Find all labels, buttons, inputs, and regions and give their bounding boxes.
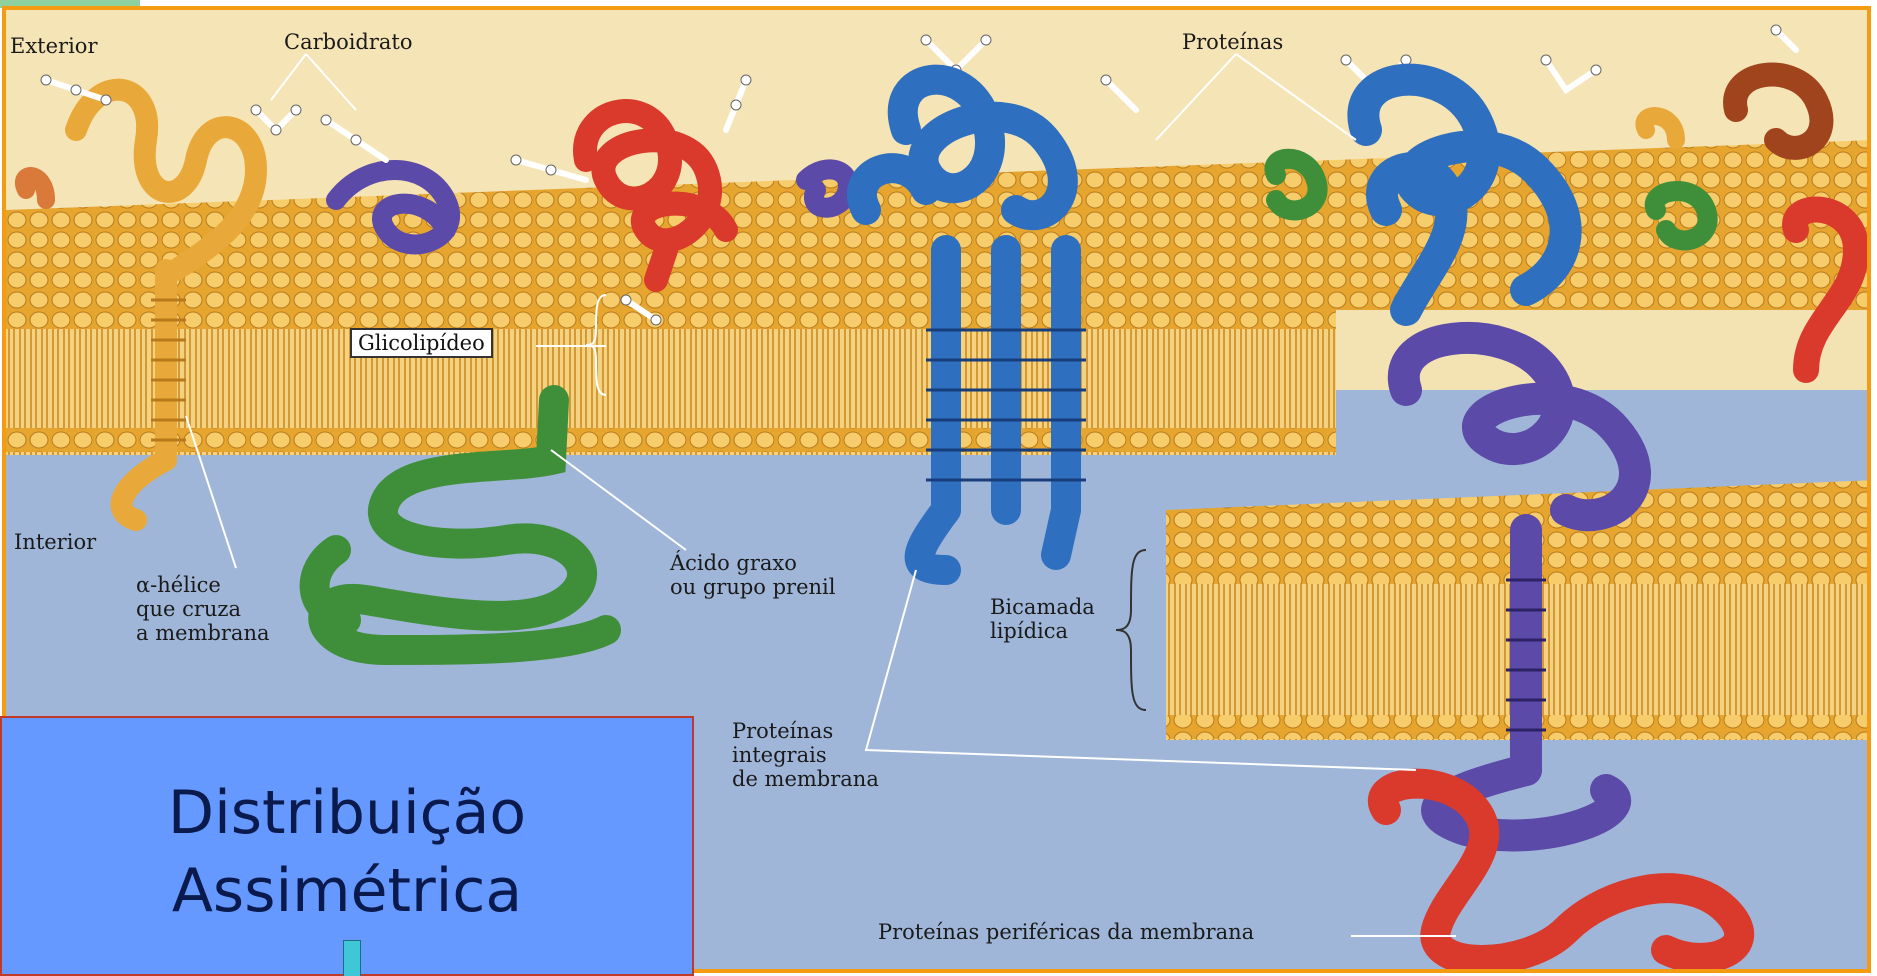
label-fatty-acid-1: Ácido graxo — [670, 551, 797, 575]
label-glycolipid: Glicolipídeo — [350, 328, 493, 358]
title-line-2: Assimétrica — [2, 852, 692, 930]
text-cursor-marker — [343, 940, 361, 976]
label-integral-3: de membrana — [732, 767, 879, 791]
label-integral-1: Proteínas — [732, 719, 833, 743]
label-alpha-helix-2: que cruza — [136, 597, 241, 621]
label-integral-2: integrais — [732, 743, 827, 767]
label-alpha-helix-1: α-hélice — [136, 573, 221, 597]
title-box: Distribuição Assimétrica — [0, 716, 694, 976]
title-line-1: Distribuição — [2, 774, 692, 852]
label-bilayer-2: lipídica — [990, 619, 1068, 643]
label-fatty-acid-2: ou grupo prenil — [670, 575, 835, 599]
label-alpha-helix-3: a membrana — [136, 621, 270, 645]
label-peripheral-proteins: Proteínas periféricas da membrana — [878, 920, 1254, 944]
label-exterior: Exterior — [10, 34, 97, 58]
label-carbohydrate: Carboidrato — [284, 30, 413, 54]
label-proteins: Proteínas — [1182, 30, 1283, 54]
label-bilayer-1: Bicamada — [990, 595, 1095, 619]
label-interior: Interior — [14, 530, 96, 554]
